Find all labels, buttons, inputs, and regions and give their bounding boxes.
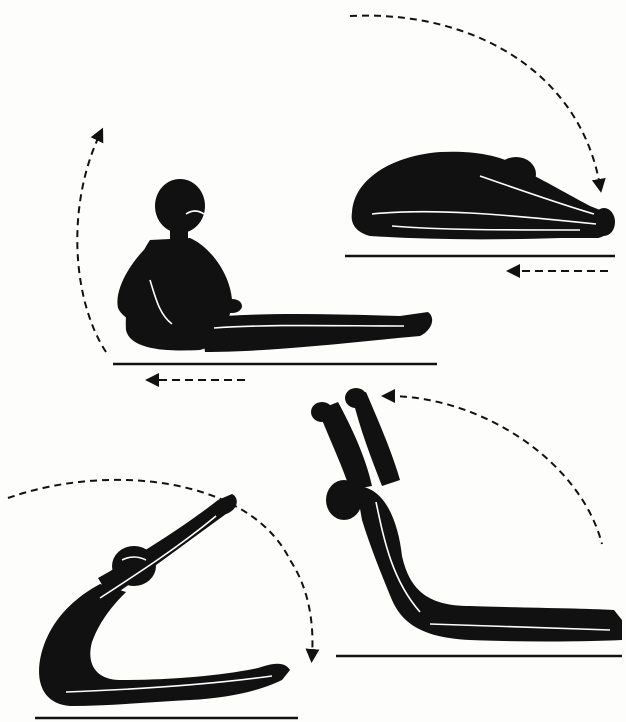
panel-rising-reach bbox=[311, 388, 622, 656]
figure-forward-fold bbox=[352, 152, 615, 240]
figure-rising-reach bbox=[311, 388, 622, 642]
curved-arrow-right-down bbox=[388, 396, 602, 544]
curved-arrow-up bbox=[77, 134, 106, 352]
figure-arms-overhead bbox=[39, 494, 290, 706]
panel-seated-forward-fold bbox=[345, 16, 615, 271]
panel-arms-overhead bbox=[8, 480, 312, 718]
